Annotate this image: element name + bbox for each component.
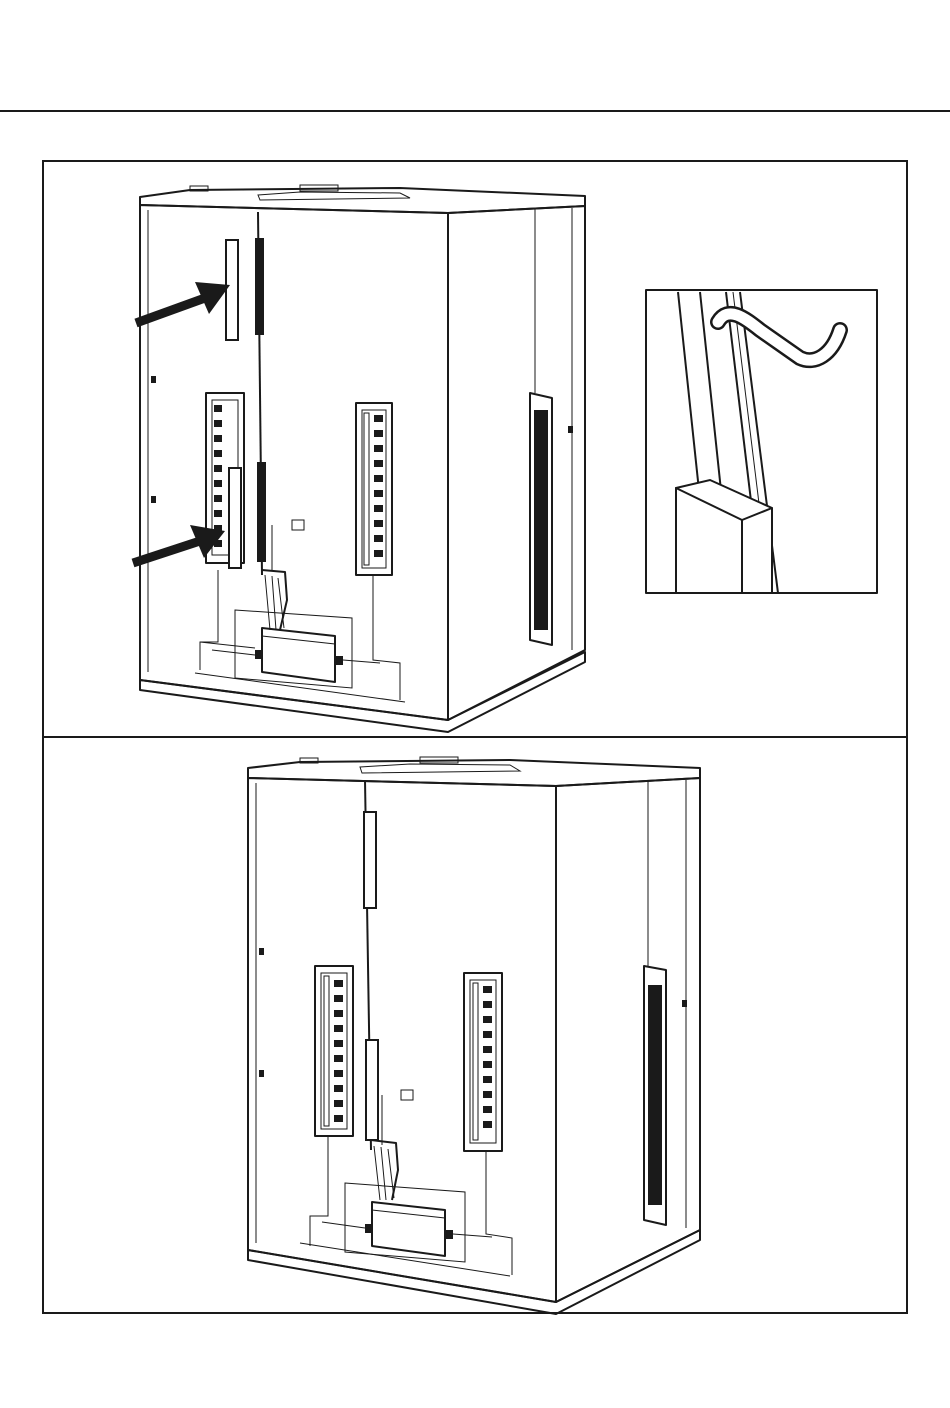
arrow-lower	[133, 525, 225, 563]
figure-bottom-cabinet	[248, 757, 700, 1314]
detail-inset	[646, 290, 877, 593]
figure-top-cabinet	[140, 185, 585, 732]
arrow-upper	[136, 282, 230, 323]
